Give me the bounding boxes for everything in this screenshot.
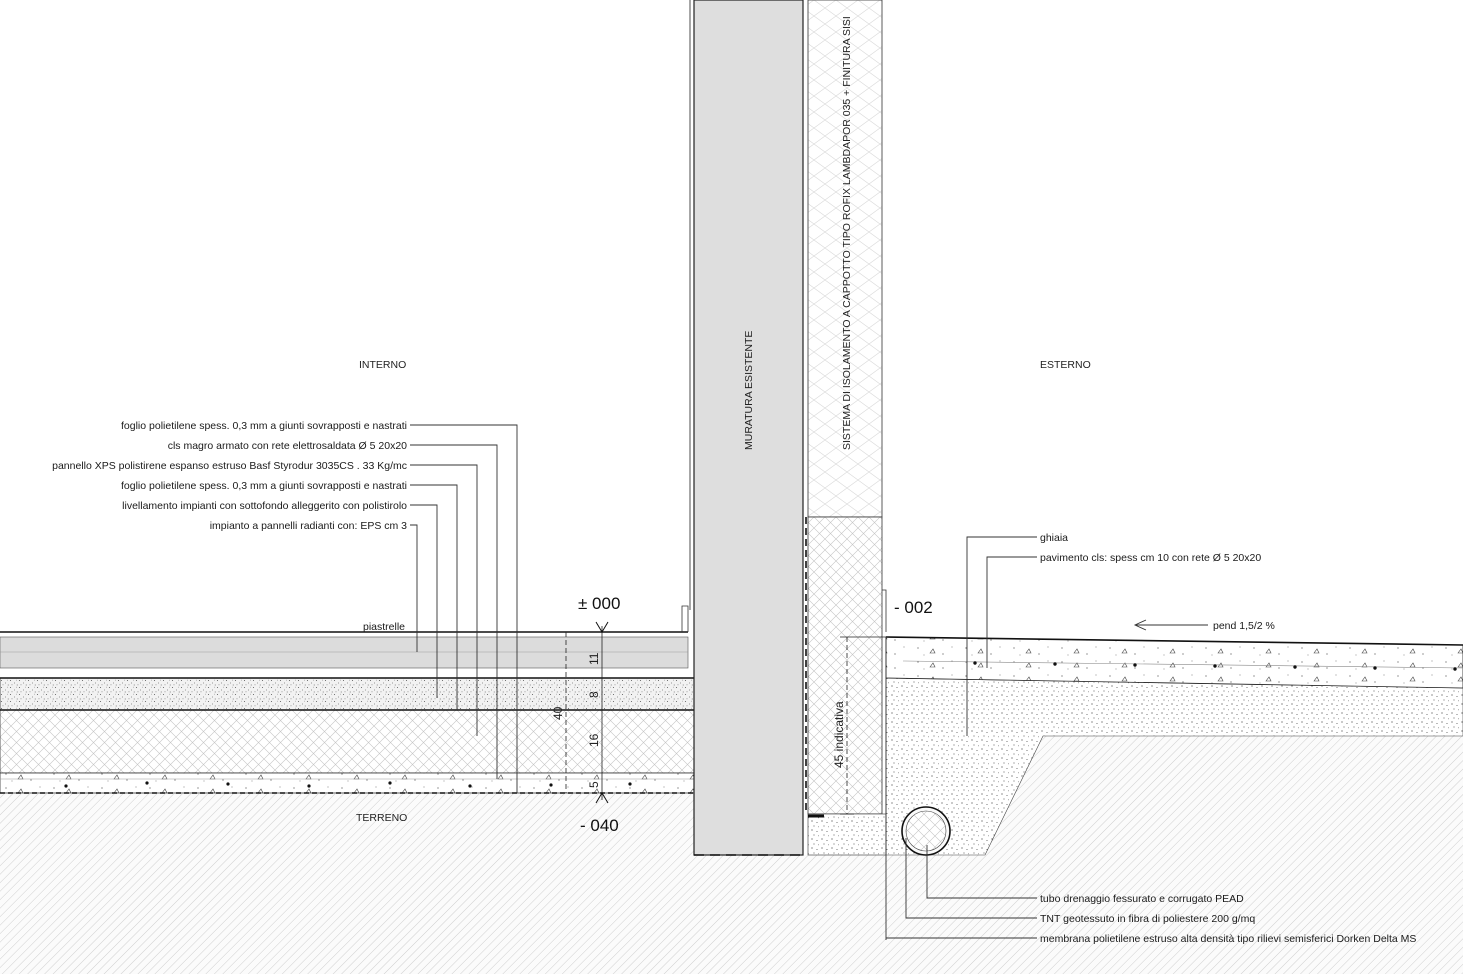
level-exterior: - 002 — [894, 598, 933, 617]
ground-left — [0, 794, 694, 974]
dim-total: 40 — [551, 706, 565, 720]
drainage-callouts: tubo drenaggio fessurato e corrugato PEA… — [886, 838, 1416, 945]
depth-dimension: 45 indicativa — [832, 701, 846, 768]
callout-xps-panel: pannello XPS polistirene espanso estruso… — [52, 460, 407, 472]
dim-tiles: 11 — [587, 652, 601, 665]
existing-wall — [693, 0, 804, 856]
slab-rebar — [64, 781, 632, 788]
level-floor: ± 000 — [578, 594, 620, 613]
exterior-callouts: ghiaia pavimento cls: spess cm 10 con re… — [966, 532, 1275, 736]
insulation-eps — [807, 0, 883, 518]
dim-xps: 16 — [587, 733, 601, 747]
callout-geotextile: TNT geotessuto in fibra di poliestere 20… — [1040, 913, 1255, 925]
insulation-xps-base — [807, 516, 883, 815]
tiles-layer — [0, 636, 689, 669]
tiles-label: piastrelle — [363, 621, 405, 633]
callout-leveling: livellamento impianti con sottofondo all… — [122, 500, 407, 512]
dim-screed: 8 — [587, 691, 601, 698]
dim-slab: 5 — [587, 781, 601, 788]
footing-gravel — [807, 813, 887, 856]
callout-pe-sheet-1: foglio polietilene spess. 0,3 mm a giunt… — [121, 420, 407, 432]
wall-label: MURATURA ESISTENTE — [743, 331, 755, 450]
zone-interior: INTERNO — [359, 359, 406, 371]
callout-pe-sheet-2: foglio polietilene spess. 0,3 mm a giunt… — [121, 480, 407, 492]
callout-pavement: pavimento cls: spess cm 10 con rete Ø 5 … — [1040, 552, 1261, 564]
xps-layer — [0, 709, 695, 774]
callout-gravel: ghiaia — [1040, 532, 1068, 544]
callout-lean-concrete: cls magro armato con rete elettrosaldata… — [168, 440, 407, 452]
callout-radiant: impianto a pannelli radianti con: EPS cm… — [210, 520, 407, 532]
level-foundation: - 040 — [580, 816, 619, 835]
callout-drain-pipe: tubo drenaggio fessurato e corrugato PEA… — [1040, 893, 1244, 905]
callout-slope: pend 1,5/2 % — [1213, 620, 1275, 632]
ground-right — [694, 855, 1463, 974]
insulation-label: SISTEMA DI ISOLAMENTO A CAPPOTTO TIPO RO… — [841, 16, 853, 450]
floor-layer-callouts: foglio polietilene spess. 0,3 mm a giunt… — [52, 420, 518, 793]
zone-exterior: ESTERNO — [1040, 359, 1091, 371]
callout-membrane: membrana polietilene estruso alta densit… — [1040, 933, 1416, 945]
ground-trench-side — [985, 736, 1463, 855]
zone-ground: TERRENO — [356, 812, 407, 824]
pavement-rebar — [973, 661, 1457, 671]
